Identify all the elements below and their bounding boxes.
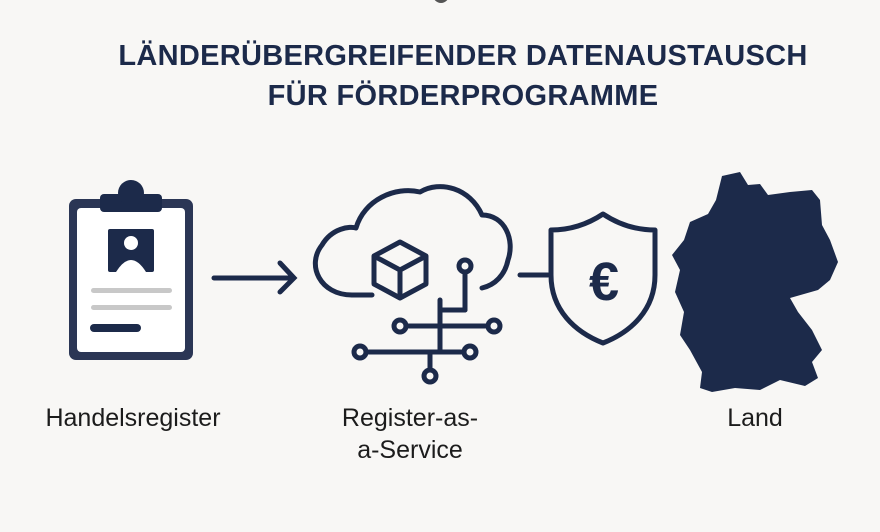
label-line-2: a-Service	[357, 436, 463, 464]
label-land: Land	[727, 404, 783, 432]
label-handelsregister: Handelsregister	[45, 404, 221, 432]
title-line-1: LÄNDERÜBERGREIFENDER DATENAUSTAUSCH	[118, 40, 808, 72]
label-line-1: Register-as-	[341, 404, 479, 432]
clipboard-profile-icon	[69, 180, 193, 360]
cloud-network-icon	[312, 184, 513, 385]
label-register-as-a-service: Register-as- a-Service	[310, 402, 510, 466]
top-partial-mark	[434, 0, 448, 3]
title-line-2: FÜR FÖRDERPROGRAMME	[267, 80, 659, 112]
arrow-right-icon	[211, 260, 298, 295]
page-title: LÄNDERÜBERGREIFENDER DATENAUSTAUSCH FÜR …	[0, 36, 880, 116]
shield-euro-icon	[548, 211, 658, 346]
euro-icon: €	[589, 252, 620, 312]
germany-map-icon	[672, 172, 838, 392]
